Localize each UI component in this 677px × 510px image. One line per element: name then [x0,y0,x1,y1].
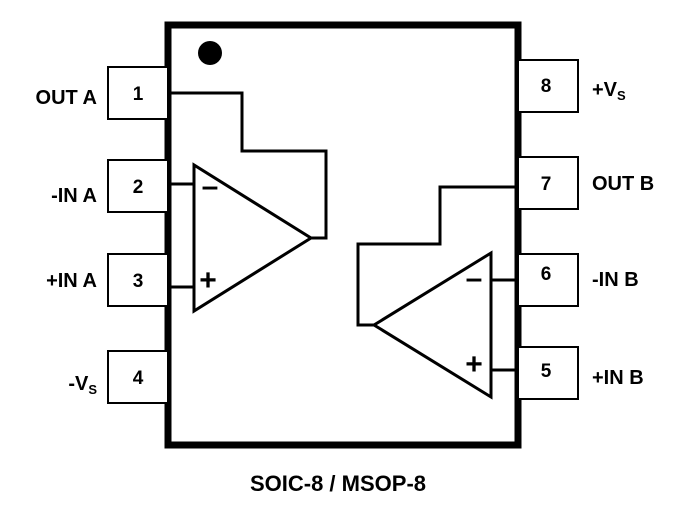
pin-2-number: 2 [133,177,144,198]
pin-8-name: +VS [592,79,626,103]
pin-4-box [107,350,169,404]
pin-3-name: +IN A [46,270,97,292]
package-label: SOIC-8 / MSOP-8 [250,471,426,496]
pin-7-number: 7 [541,174,552,195]
op-amp-a-minus-sign: – [202,170,219,203]
pin1-indicator-dot [198,41,222,65]
op-amp-a-triangle [192,162,314,314]
pin-8-number: 8 [541,76,552,97]
pin-6-number: 6 [541,264,552,285]
op-amp-b-output-wire [356,185,518,327]
pin-5: 5 +IN B [517,346,644,400]
pin-5-box [517,346,579,400]
pin-2-box [107,159,169,213]
pin-3-number: 3 [133,271,144,292]
pin-8-box [517,59,579,113]
op-amp-b-triangle [371,250,493,400]
pin-6: 6 -IN B [517,253,639,307]
pin-1-box [107,66,169,120]
op-amp-b: – + [356,185,518,400]
pin-3-box [107,253,169,307]
pin-1-name: OUT A [36,87,97,109]
op-amp-a-output-wire [168,91,328,240]
pin-1-number: 1 [133,84,144,105]
op-amp-a: – + [168,91,328,314]
pin-5-number: 5 [541,361,552,382]
pin-5-name: +IN B [592,367,644,389]
op-amp-a-plus-sign: + [199,264,217,297]
pin-4: 4 -VS [68,350,169,404]
pin-7-box [517,156,579,210]
op-amp-b-minus-sign: – [466,262,483,295]
pin-2-name: -IN A [51,185,97,207]
pin-8: 8 +VS [517,59,626,113]
pin-7-name: OUT B [592,173,654,195]
pin-4-name: -VS [68,373,97,397]
pin-6-name: -IN B [592,269,639,291]
pin-1: 1 OUT A [36,66,169,120]
op-amp-b-plus-sign: + [465,348,483,381]
pin-2: 2 -IN A [51,159,169,213]
pin-4-number: 4 [133,368,144,389]
pin-3: 3 +IN A [46,253,169,307]
pin-7: 7 OUT B [517,156,654,210]
